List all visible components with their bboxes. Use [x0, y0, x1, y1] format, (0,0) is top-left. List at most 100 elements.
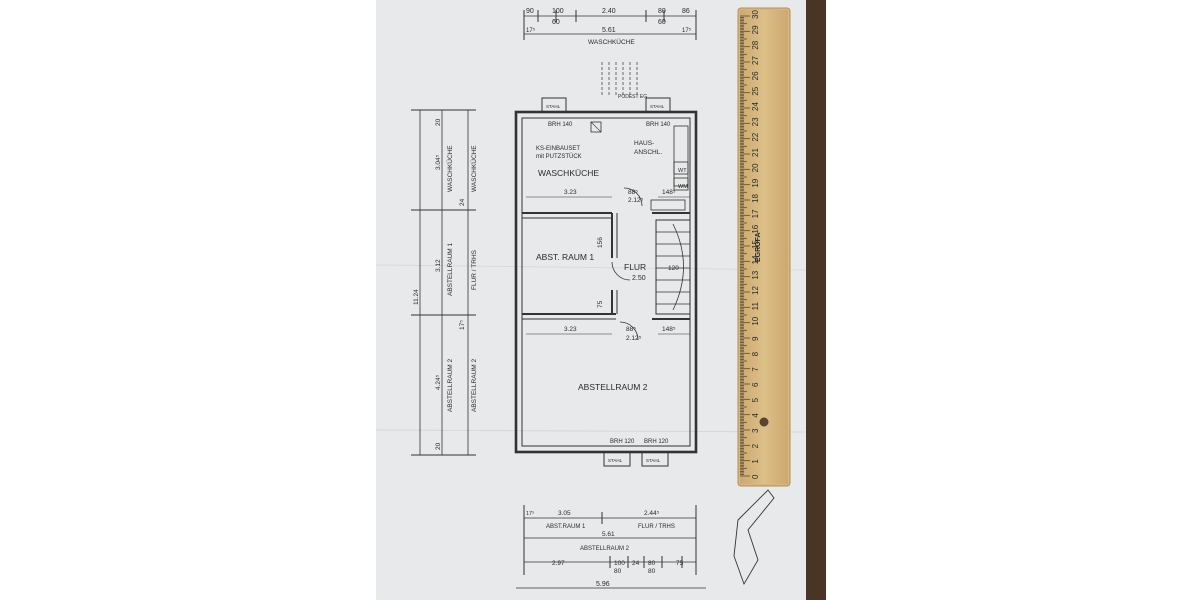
window-stahl-c: STAHL: [608, 458, 623, 463]
window-brh-120-b: BRH 120: [644, 439, 669, 445]
ruler-tick-label: 30: [751, 10, 760, 19]
inner-dim-door2: 88⁵: [626, 326, 636, 333]
inner-dim-w2: 3.23: [564, 326, 577, 333]
ruler-hole: [759, 417, 769, 427]
left-dim-abst1-label: ABSTELLRAUM 1: [447, 243, 454, 296]
bottom-row3-5: 75: [676, 560, 684, 567]
wooden-table-edge: [806, 0, 826, 600]
window-brh-140-a: BRH 140: [548, 122, 573, 128]
bottom-dim-b: 2.44⁵: [644, 510, 660, 517]
bottom-dim-a: 3.05: [558, 510, 571, 517]
ruler-tick-label: 27: [751, 56, 760, 65]
room-abstellraum-1: ABST. RAUM 1: [536, 252, 594, 262]
floor-plan-photo: 90 100 2.40 80 86 60 60 5.61 17⁵ 17⁵ WAS…: [376, 0, 826, 600]
window-stahl-d: STAHL: [646, 458, 661, 463]
left-dim-mid-a: 24: [459, 198, 466, 206]
left-dim-mid-b: 17⁵: [459, 320, 466, 330]
top-dim-4: 80: [658, 8, 666, 15]
top-dim-label: WASCHKÜCHE: [588, 38, 635, 46]
bottom-flur-label: FLUR / TRHS: [638, 524, 675, 530]
inner-dim-door1b: 2.12⁵: [628, 197, 644, 204]
ruler-tick-label: 20: [751, 163, 760, 172]
top-dim-edge-b: 17⁵: [682, 27, 692, 34]
ruler-tick-label: 25: [751, 86, 760, 95]
inner-dim-75: 75: [597, 300, 604, 308]
left-dim-wk-label-2: WASCHKÜCHE: [470, 145, 478, 192]
ruler-tick-label: 5: [751, 397, 760, 402]
ks-einbauset-label: KS-EINBAUSET: [536, 146, 580, 152]
bottom-total: 5.61: [602, 531, 615, 538]
room-abstellraum-2: ABSTELLRAUM 2: [578, 382, 648, 392]
hausanschluss-label: HAUS-: [634, 140, 654, 147]
ruler-tick-label: 21: [751, 148, 760, 157]
ruler-tick-label: 12: [751, 286, 760, 295]
bottom-row3-0: 2.97: [552, 560, 565, 567]
left-dim-flur-label: FLUR / TRHS: [471, 249, 478, 290]
ruler-tick-label: 26: [751, 71, 760, 80]
top-dim-edge-a: 17⁵: [526, 27, 536, 34]
ruler-tick-label: 23: [751, 117, 760, 126]
wooden-ruler: 0123456789101112131415161718192021222324…: [737, 7, 791, 487]
bottom-edge: 17⁵: [526, 510, 534, 517]
ruler-tick-label: 0: [751, 474, 760, 479]
ruler-tick-label: 14: [751, 255, 760, 264]
bottom-abst1-label: ABST.RAUM 1: [546, 524, 586, 530]
ruler-tick-label: 16: [751, 224, 760, 233]
left-dim-overall: 11.24: [413, 289, 420, 305]
top-dim-total: 5.61: [602, 27, 616, 34]
ruler-tick-label: 29: [751, 25, 760, 34]
ruler-brand: EGROFA: [755, 232, 762, 262]
bottom-row3-1: 100: [614, 560, 625, 567]
ruler-tick-label: 4: [751, 413, 760, 418]
putzstueck-label: mit PUTZSTÜCK: [536, 153, 582, 160]
left-dim-abst2-label-2: ABSTELLRAUM 2: [471, 359, 478, 412]
ruler-tick-label: 2: [751, 443, 760, 448]
left-dim-abst2-val: 4.24⁵: [435, 374, 442, 390]
ruler-tick-label: 17: [751, 209, 760, 218]
ruler-tick-label: 18: [751, 194, 760, 203]
flur-height: 2.50: [632, 275, 646, 282]
left-dim-abst2-label: ABSTELLRAUM 2: [447, 359, 454, 412]
bottom-row3-4: 80: [648, 560, 656, 567]
left-dim-edge: 20: [435, 118, 442, 126]
inner-dim-door2b: 2.12⁵: [626, 335, 642, 342]
podest-label: PODEST EG: [618, 94, 647, 100]
ruler-tick-label: 10: [751, 316, 760, 325]
room-flur: FLUR: [624, 262, 646, 272]
fixture-wt: WT: [678, 168, 687, 174]
window-stahl-a: STAHL: [546, 104, 561, 109]
ruler-tick-label: 15: [751, 240, 760, 249]
bottom-row3b-1: 80: [648, 568, 656, 575]
window-brh-140-b: BRH 140: [646, 122, 671, 128]
bottom-abst2-label: ABSTELLRAUM 2: [580, 546, 630, 552]
bottom-row3b-0: 80: [614, 568, 622, 575]
fixture-wm: WM: [678, 184, 688, 190]
ruler-tick-label: 22: [751, 132, 760, 141]
ruler-tick-label: 8: [751, 351, 760, 356]
inner-dim-stair: 120: [668, 265, 679, 272]
top-dim-6: 60: [552, 19, 560, 26]
ruler-tick-label: 24: [751, 102, 760, 111]
bottom-overall: 5.96: [596, 581, 610, 588]
ruler-tick-label: 11: [751, 301, 760, 310]
inner-dim-w1: 3.23: [564, 189, 577, 196]
left-dim-edge-b: 20: [435, 442, 442, 450]
inner-dim-door1: 88⁵: [628, 189, 638, 196]
left-dim-wk-val: 3.04⁵: [435, 154, 442, 170]
hausanschluss-label-2: ANSCHL.: [634, 149, 662, 156]
left-dim-flur-val: 3.12: [435, 259, 442, 272]
top-dim-7: 60: [658, 19, 666, 26]
inner-dim-right1: 148⁵: [662, 189, 676, 196]
ruler-tick-label: 3: [751, 428, 760, 433]
left-dim-wk-label: WASCHKÜCHE: [446, 145, 454, 192]
window-stahl-b: STAHL: [650, 104, 665, 109]
floor-plan-drawing: 90 100 2.40 80 86 60 60 5.61 17⁵ 17⁵ WAS…: [376, 0, 826, 600]
inner-dim-right2: 148⁵: [662, 326, 676, 333]
ruler-tick-label: 19: [751, 178, 760, 187]
room-waschkueche: WASCHKÜCHE: [538, 168, 599, 178]
ruler-tick-label: 13: [751, 270, 760, 279]
top-dim-5: 86: [682, 8, 690, 15]
top-dim-1: 90: [526, 8, 534, 15]
bottom-row3-3: 24: [632, 560, 640, 567]
inner-dim-156: 156: [597, 237, 604, 248]
